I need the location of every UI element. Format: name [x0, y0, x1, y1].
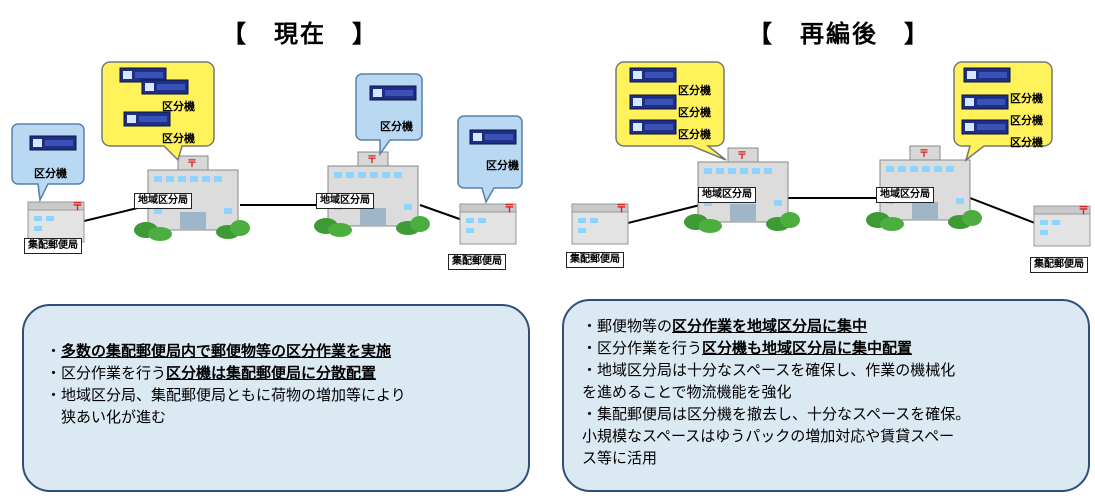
summary-bullet: を進めることで物流機能を強化 — [582, 383, 792, 401]
sorter-icon — [469, 129, 517, 145]
current-summary-box: ・多数の集配郵便局内で郵便物等の区分作業を実施 ・区分作業を行う区分機は集配郵便… — [22, 304, 530, 492]
reorganized-summary-box: ・郵便物等の区分作業を地域区分局に集中 ・区分作業を行う区分機も地域区分局に集中… — [562, 299, 1090, 492]
summary-bullet: ・郵便物等の区分作業を地域区分局に集中 — [582, 317, 868, 335]
sorter-label: 区分機 — [486, 159, 519, 172]
summary-bullet: ・区分作業を行う区分機も地域区分局に集中配置 — [582, 339, 913, 357]
sorter-bubble — [11, 123, 85, 203]
delivery-office-label: 集配郵便局 — [1030, 257, 1088, 273]
link-line — [969, 197, 1041, 226]
delivery-office-building — [459, 201, 517, 245]
summary-bullet: ス等に活用 — [582, 449, 658, 467]
sorter-icon — [369, 85, 417, 101]
sorter-bubble — [615, 61, 727, 161]
network-diagram: 〒 〒 — [11, 61, 1091, 247]
sorter-icon — [29, 135, 77, 151]
sorter-icon — [629, 94, 677, 110]
delivery-office-label: 集配郵便局 — [24, 238, 82, 254]
sorter-icon — [961, 119, 1009, 135]
regional-office-label: 地域区分局 — [134, 193, 192, 209]
link-line — [619, 204, 701, 226]
sorter-icon — [963, 67, 1011, 83]
regional-office-label: 地域区分局 — [316, 193, 374, 209]
delivery-office-building — [1033, 203, 1091, 247]
summary-bullet: 狭あい化が進む — [46, 408, 167, 426]
sorter-icon — [123, 111, 171, 127]
delivery-office-building — [571, 201, 629, 245]
summary-bullet: ・地域区分局は十分なスペースを確保し、作業の機械化 — [582, 361, 956, 379]
delivery-office-label: 集配郵便局 — [566, 252, 624, 268]
sorter-bubble — [953, 61, 1053, 163]
regional-office-label: 地域区分局 — [698, 187, 756, 203]
current-title: 【 現在 】 — [222, 20, 378, 48]
sorter-label: 区分機 — [678, 84, 711, 97]
delivery-office-building — [27, 199, 85, 243]
summary-bullet: ・多数の集配郵便局内で郵便物等の区分作業を実施 — [46, 342, 392, 360]
sorter-icon — [141, 79, 189, 95]
regional-office-label: 地域区分局 — [876, 187, 934, 203]
sorter-label: 区分機 — [678, 106, 711, 119]
sorter-label: 区分機 — [1010, 114, 1043, 127]
sorter-icon — [961, 94, 1009, 110]
sorter-label: 区分機 — [162, 132, 195, 145]
sorter-icon — [629, 119, 677, 135]
reorganized-title: 【 再編後 】 — [748, 20, 930, 48]
summary-bullet: ・区分作業を行う区分機は集配郵便局に分散配置 — [46, 364, 377, 382]
summary-bullet: ・集配郵便局は区分機を撤去し、十分なスペースを確保。 — [582, 405, 971, 423]
sorter-label: 区分機 — [1010, 136, 1043, 149]
delivery-office-label-clip: 集配郵便局 — [1030, 252, 1095, 273]
sorter-label: 区分機 — [380, 120, 413, 133]
sorter-label: 区分機 — [678, 128, 711, 141]
sorter-label: 区分機 — [1010, 92, 1043, 105]
delivery-office-label: 集配郵便局 — [448, 254, 506, 270]
summary-bullet: 小規模なスペースはゆうパックの増加対応や賃貸スペー — [582, 427, 955, 445]
sorter-label: 区分機 — [162, 100, 195, 113]
summary-bullet: ・地域区分局、集配郵便局ともに荷物の増加等により — [46, 386, 406, 404]
sorter-icon — [629, 67, 677, 83]
sorter-label: 区分機 — [34, 167, 67, 180]
